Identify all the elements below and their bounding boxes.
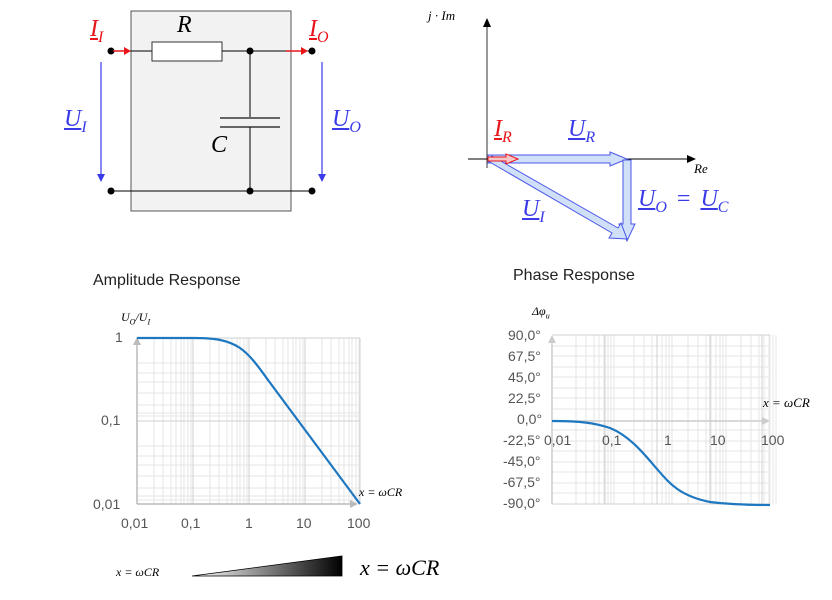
legend-left-label: x = ωCR (116, 565, 160, 579)
uo-uc-phasor-label: UO = UC (638, 186, 729, 216)
amplitude-x-axis-label: x = ωCR (359, 485, 403, 499)
ui-phasor-label: UI (522, 196, 545, 226)
capacitor-label: C (211, 132, 228, 158)
phase-chart-title: Phase Response (513, 267, 635, 284)
amplitude-x-tick-0.1: 0,1 (181, 515, 201, 531)
amplitude-chart-title: Amplitude Response (93, 272, 241, 289)
amplitude-y-tick-1: 1 (115, 329, 123, 345)
input-current-label: II (90, 16, 104, 46)
phase-y-tick-neg67.5: -67,5° (503, 474, 541, 490)
input-voltage-label: UI (64, 106, 87, 136)
amplitude-x-tick-10: 10 (296, 515, 312, 531)
amplitude-response-chart: Amplitude Response UO/UI 1 (0, 260, 420, 540)
phase-response-chart: Phase Response Δφu 90,0° 67,5° 45,0° 22,… (480, 260, 832, 520)
phase-y-tick-neg45: -45,0° (503, 453, 541, 469)
phase-x-tick-0.1: 0,1 (602, 432, 622, 448)
phase-y-tick-45: 45,0° (508, 369, 541, 385)
real-axis-label: Re (694, 161, 708, 176)
phase-y-tick-90: 90,0° (508, 327, 541, 343)
amplitude-x-tick-1: 1 (245, 515, 253, 531)
phase-y-tick-0: 0,0° (517, 411, 543, 427)
phase-x-tick-10: 10 (710, 432, 726, 448)
phase-x-tick-0.01: 0,01 (544, 432, 572, 448)
legend-right-label: x = ωCR (360, 555, 440, 580)
imag-axis-label: j · Im (428, 8, 456, 23)
phase-x-tick-100: 100 (761, 432, 785, 448)
frequency-scale-legend: x = ωCR x = ωCR (0, 545, 480, 595)
circuit-drawing (97, 10, 326, 212)
output-current-label: IO (309, 16, 329, 46)
phase-y-tick-22.5: 22,5° (508, 390, 541, 406)
phase-x-tick-1: 1 (664, 432, 672, 448)
ur-phasor-label: UR (568, 116, 596, 146)
phasor-diagram: j · Im Re IR UR UI UO = UC (420, 0, 832, 250)
rc-circuit: R C II IO UI UO (0, 0, 420, 230)
resistor-label: R (177, 12, 192, 38)
phasor-drawing (468, 18, 696, 243)
current-phasor-label: IR (494, 116, 512, 146)
phase-y-axis-label: Δφu (532, 304, 550, 321)
amplitude-y-axis-label: UO/UI (121, 310, 151, 327)
amplitude-y-tick-0.01: 0,01 (93, 496, 121, 512)
amplitude-x-tick-0.01: 0,01 (121, 515, 149, 531)
output-voltage-label: UO (332, 106, 361, 136)
amplitude-plot-area (133, 336, 361, 508)
amplitude-x-tick-100: 100 (347, 515, 371, 531)
phase-plot-area (548, 334, 777, 507)
phase-y-tick-67.5: 67,5° (508, 348, 541, 364)
phase-x-axis-label: x = ωCR (763, 395, 810, 410)
phase-y-tick-neg22.5: -22,5° (503, 432, 541, 448)
phase-y-tick-neg90: -90,0° (503, 495, 541, 511)
amplitude-y-tick-0.1: 0,1 (101, 412, 121, 428)
increasing-frequency-wedge (191, 555, 343, 577)
